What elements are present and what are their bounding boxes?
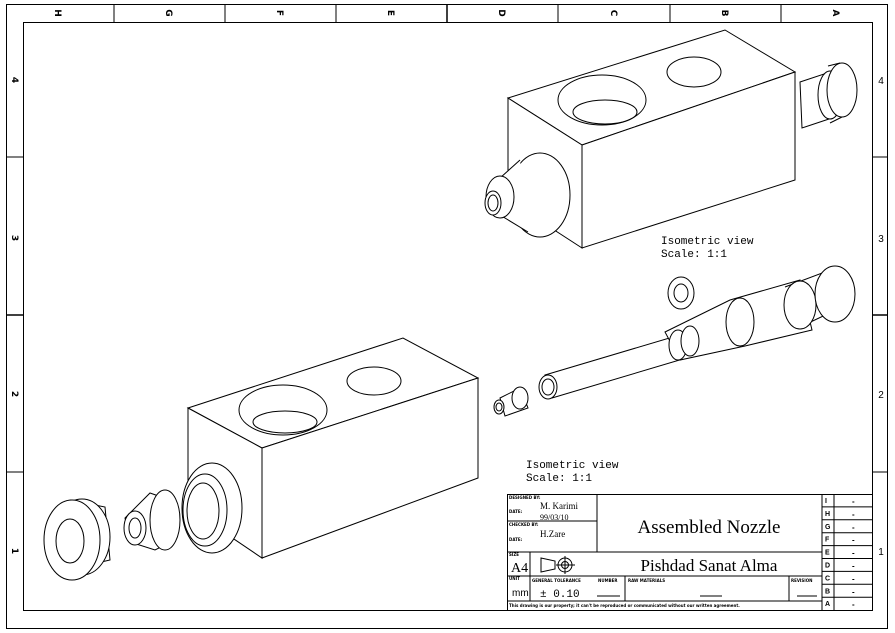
view-scale-bottom: Scale: 1:1: [526, 473, 592, 485]
tolerance-label: GENERAL TOLERANCE: [532, 578, 581, 583]
zone-col-g: G: [163, 9, 173, 16]
designer-name: M. Karimi: [540, 501, 578, 511]
top-hole-small: [346, 366, 402, 396]
revision-letter: G: [825, 524, 831, 531]
revision-value: -: [852, 549, 855, 558]
revision-label: REVISION: [791, 578, 813, 583]
zone-col-c: C: [608, 10, 618, 17]
designed-by-label: DESIGNED BY:: [509, 495, 541, 500]
projection-symbol-icon: [540, 556, 575, 574]
zone-row-2-right: 2: [878, 390, 884, 401]
checked-by-label: CHECKED BY:: [509, 522, 539, 527]
nozzle-tip-top: [484, 152, 571, 238]
company-name: Pishdad Sanat Alma: [641, 556, 778, 575]
shaft-fitting: [538, 265, 856, 400]
zone-col-f: F: [274, 10, 284, 16]
view-label-top: Isometric view: [661, 236, 754, 248]
unit-value: mm: [512, 588, 529, 599]
zone-row-3-left: 3: [9, 235, 19, 241]
revision-value: -: [852, 587, 855, 596]
zone-col-h: H: [52, 9, 62, 17]
small-nozzle-tip: [493, 386, 529, 417]
revision-value: -: [852, 536, 855, 545]
view-scale-top: Scale: 1:1: [661, 249, 727, 261]
zone-row-4-right: 4: [878, 76, 884, 87]
revision-letter: C: [825, 575, 830, 582]
title-block: DESIGNED BY: M. Karimi DATE: 99/03/10 CH…: [507, 494, 873, 611]
cone-nozzle: [123, 489, 181, 551]
revision-letter: A: [825, 601, 830, 608]
revision-letter: E: [825, 550, 830, 557]
cap-nut: [43, 498, 111, 581]
zone-dividers: [6, 4, 888, 473]
inner-frame: [23, 22, 873, 611]
revision-value: -: [852, 510, 855, 519]
zone-row-1-left: 1: [9, 548, 19, 554]
washer: [667, 276, 695, 310]
zone-col-a: A: [830, 10, 840, 17]
fitting-right: [799, 62, 858, 129]
sheet-size: A4: [511, 561, 528, 576]
revision-value: -: [852, 523, 855, 532]
property-notice: This drawing is our property; it can't b…: [509, 603, 740, 608]
size-label: SIZE: [509, 552, 519, 557]
top-hole-large: [238, 384, 328, 436]
drawing-title: Assembled Nozzle: [638, 517, 781, 538]
view-label-bottom: Isometric view: [526, 460, 619, 472]
zone-col-e: E: [385, 10, 395, 16]
design-date: 99/03/10: [540, 513, 568, 522]
revision-value: -: [852, 574, 855, 583]
revision-value: -: [852, 497, 855, 506]
checker-name: H.Zare: [540, 529, 565, 539]
revision-letter: B: [825, 588, 830, 595]
number-label: NUMBER: [598, 578, 617, 583]
revision-letter: F: [825, 537, 830, 544]
zone-row-3-right: 3: [878, 234, 884, 245]
unit-label: UNIT: [509, 576, 520, 581]
zone-row-4-left: 4: [9, 77, 19, 83]
revision-letter: D: [825, 563, 830, 570]
zone-row-1-right: 1: [878, 547, 884, 558]
tolerance-value: ± 0.10: [540, 589, 580, 601]
assembled-nozzle-view: Isometric view Scale: 1:1: [484, 29, 858, 261]
design-date-label: DATE:: [509, 509, 523, 514]
zone-col-b: B: [719, 10, 729, 17]
revision-letter: H: [825, 511, 830, 518]
revision-table: I - H - G - F - E - D - C - B - A -: [822, 497, 872, 609]
raw-materials-label: RAW MATERIALS: [628, 578, 665, 583]
revision-value: -: [852, 562, 855, 571]
boss: [181, 462, 243, 554]
revision-letter: I: [825, 498, 827, 505]
exploded-nozzle-view: Isometric view Scale: 1:1: [43, 265, 856, 581]
zone-col-d: D: [496, 9, 506, 16]
revision-value: -: [852, 600, 855, 609]
top-hole-small: [666, 56, 722, 88]
checked-date-label: DATE:: [509, 537, 523, 542]
zone-row-2-left: 2: [9, 391, 19, 397]
